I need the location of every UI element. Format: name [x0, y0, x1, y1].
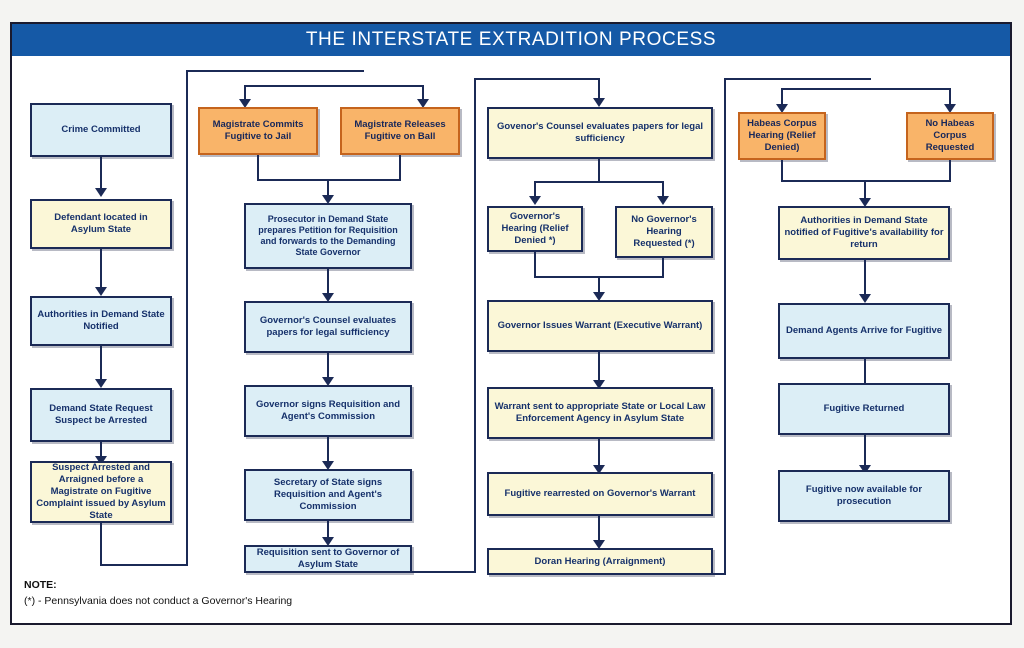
connector-c3-nohearing-down	[662, 258, 664, 278]
connector-c3-split-right	[662, 181, 664, 199]
connector-c2-top-rail	[186, 70, 364, 72]
connector-c3-6-7	[598, 516, 600, 544]
arrowhead-c4-5-6	[859, 465, 871, 474]
connector-c3-top-down	[598, 78, 600, 100]
connector-c3-hearing-down	[534, 252, 536, 278]
box-defendant-located[interactable]: Defendant located in Asylum State	[30, 199, 172, 249]
connector-c4-split-rail	[781, 88, 951, 90]
box-warrant-sent-to-law-enforcement[interactable]: Warrant sent to appropriate State or Loc…	[487, 387, 713, 439]
box-fugitive-rearrested[interactable]: Fugitive rearrested on Governor's Warran…	[487, 472, 713, 516]
box-governors-counsel-demand[interactable]: Governor's Counsel evaluates papers for …	[244, 301, 412, 353]
box-magistrate-releases-on-bail[interactable]: Magistrate Releases Fugitive on Ball	[340, 107, 460, 155]
box-authorities-notified[interactable]: Authorities in Demand State Notified	[30, 296, 172, 346]
box-no-governors-hearing-requested[interactable]: No Governor's Hearing Requested (*)	[615, 206, 713, 258]
arrowhead-c3-5-6	[593, 465, 605, 474]
box-habeas-corpus-hearing[interactable]: Habeas Corpus Hearing (Relief Denied)	[738, 112, 826, 160]
arrowhead-c1-4-5	[95, 456, 107, 465]
arrowhead-c2-bail	[417, 99, 429, 108]
connector-c3-top-rail	[474, 78, 600, 80]
connector-c2-jail-down	[257, 155, 259, 181]
connector-c2-split-right	[422, 85, 424, 103]
connector-c3-5-6	[598, 439, 600, 469]
box-fugitive-returned[interactable]: Fugitive Returned	[778, 383, 950, 435]
connector-c3-merge-down	[598, 276, 600, 296]
arrowhead-c2-5-6	[322, 461, 334, 470]
box-governor-signs-requisition[interactable]: Governor signs Requisition and Agent's C…	[244, 385, 412, 437]
connector-c1-1-2	[100, 157, 102, 191]
connector-c3-split-rail	[534, 181, 664, 183]
arrowhead-c2-prosecutor	[322, 195, 334, 204]
connector-c3-riser	[474, 78, 476, 572]
connector-c4-top-rail	[724, 78, 871, 80]
box-magistrate-commits-to-jail[interactable]: Magistrate Commits Fugitive to Jail	[198, 107, 318, 155]
connector-c2-split-rail	[244, 85, 424, 87]
arrowhead-c2-4-5	[322, 377, 334, 386]
connector-c2-out-right	[412, 571, 476, 573]
connector-c2-bail-down	[399, 155, 401, 181]
arrowhead-c2-6-7	[322, 537, 334, 546]
connector-c3-split-left	[534, 181, 536, 199]
connector-c1-4-5	[100, 442, 102, 460]
connector-c2-merge-rail	[257, 179, 401, 181]
arrowhead-c4-3-4	[859, 294, 871, 303]
note-text: (*) - Pennsylvania does not conduct a Go…	[24, 594, 293, 607]
connector-c2-split-left	[244, 85, 246, 103]
connector-c2-3-4	[327, 269, 329, 297]
box-suspect-arrested-arraigned[interactable]: Suspect Arrested and Arraigned before a …	[30, 461, 172, 523]
box-no-habeas-corpus-requested[interactable]: No Habeas Corpus Requested	[906, 112, 994, 160]
connector-c1-out-down	[100, 523, 102, 566]
box-doran-hearing[interactable]: Doran Hearing (Arraignment)	[487, 548, 713, 575]
arrowhead-c4-authorities	[859, 198, 871, 207]
connector-c2-riser	[186, 70, 188, 566]
box-prosecutor-prepares-petition[interactable]: Prosecutor in Demand State prepares Peti…	[244, 203, 412, 269]
connector-c4-merge-rail	[781, 180, 951, 182]
connector-c2-6-7	[327, 521, 329, 541]
box-demand-agents-arrive[interactable]: Demand Agents Arrive for Fugitive	[778, 303, 950, 359]
box-demand-state-request-arrest[interactable]: Demand State Request Suspect be Arrested	[30, 388, 172, 442]
connector-c2-5-6	[327, 437, 329, 465]
connector-c4-3-4	[864, 260, 866, 298]
connector-c4-4-5	[864, 359, 866, 389]
arrowhead-c1-2-3	[95, 287, 107, 296]
connector-c4-nohabeas-down	[949, 160, 951, 182]
connector-c1-3-4	[100, 346, 102, 382]
connector-c3-1-split	[598, 159, 600, 183]
arrowhead-c3-6-7	[593, 540, 605, 549]
box-governor-issues-warrant[interactable]: Governor Issues Warrant (Executive Warra…	[487, 300, 713, 352]
arrowhead-c4-habeas	[776, 104, 788, 113]
box-requisition-sent-to-governor[interactable]: Requisition sent to Governor of Asylum S…	[244, 545, 412, 573]
arrowhead-c2-jail	[239, 99, 251, 108]
connector-c2-4-5	[327, 353, 329, 381]
arrowhead-c3-hearing	[529, 196, 541, 205]
connector-c4-habeas-down	[781, 160, 783, 182]
note-block: NOTE: (*) - Pennsylvania does not conduc…	[24, 578, 292, 610]
arrowhead-c3-warrant	[593, 292, 605, 301]
connector-c1-2-3	[100, 249, 102, 290]
connector-c4-split-right	[949, 88, 951, 108]
arrowhead-c3-counsel	[593, 98, 605, 107]
connector-c4-5-6	[864, 435, 866, 469]
arrowhead-c2-3-4	[322, 293, 334, 302]
box-govenors-counsel-asylum[interactable]: Govenor's Counsel evaluates papers for l…	[487, 107, 713, 159]
arrowhead-c3-no-hearing	[657, 196, 669, 205]
box-governors-hearing-relief-denied[interactable]: Governor's Hearing (Relief Denied *)	[487, 206, 583, 252]
arrowhead-c4-no-habeas	[944, 104, 956, 113]
connector-c4-split-left	[781, 88, 783, 108]
box-secretary-of-state-signs[interactable]: Secretary of State signs Requisition and…	[244, 469, 412, 521]
note-label: NOTE:	[24, 579, 57, 591]
connector-c4-merge-down	[864, 180, 866, 202]
page-title: THE INTERSTATE EXTRADITION PROCESS	[12, 24, 1010, 56]
connector-c3-out-right	[713, 573, 726, 575]
connector-c1-out-right	[100, 564, 188, 566]
arrowhead-c1-1-2	[95, 188, 107, 197]
box-crime-committed[interactable]: Crime Committed	[30, 103, 172, 157]
box-authorities-notified-availability[interactable]: Authorities in Demand State notified of …	[778, 206, 950, 260]
connector-c4-riser	[724, 78, 726, 574]
arrowhead-c3-4-5	[593, 380, 605, 389]
box-fugitive-available-prosecution[interactable]: Fugitive now available for prosecution	[778, 470, 950, 522]
connector-c2-merge-down	[327, 179, 329, 199]
connector-c3-4-5	[598, 352, 600, 384]
arrowhead-c1-3-4	[95, 379, 107, 388]
